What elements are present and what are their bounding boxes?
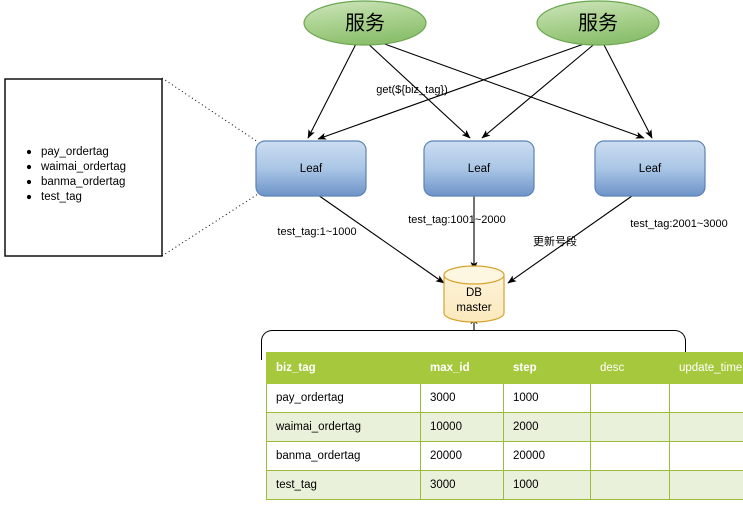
cell-biz-tag: pay_ordertag bbox=[266, 383, 421, 413]
edge-service2-leaf1 bbox=[317, 39, 596, 140]
service-ellipse-2[interactable] bbox=[536, 0, 660, 46]
bullet-icon bbox=[26, 149, 32, 155]
cell-update-time bbox=[669, 470, 743, 500]
callout-box-frame bbox=[4, 78, 163, 257]
cell-biz-tag: waimai_ordertag bbox=[266, 412, 421, 442]
service-node-1[interactable]: 服务 bbox=[303, 0, 427, 46]
bullet-icon bbox=[26, 194, 32, 200]
column-header-biz-tag[interactable]: biz_tag bbox=[266, 352, 421, 384]
column-header-update-time[interactable]: update_time bbox=[669, 352, 743, 384]
cell-desc bbox=[590, 441, 670, 471]
cell-desc bbox=[590, 383, 670, 413]
cell-update-time bbox=[669, 441, 743, 471]
db-master-node[interactable]: DB master bbox=[443, 265, 505, 323]
leaf-box-1[interactable] bbox=[255, 140, 367, 197]
edge-label-segment-3: test_tag:2001~3000 bbox=[630, 218, 728, 230]
leaf-label-3: Leaf bbox=[639, 163, 662, 175]
list-item: waimai_ordertag bbox=[40, 161, 126, 173]
edge-service2-leaf2 bbox=[481, 40, 599, 139]
service-label-1: 服务 bbox=[345, 11, 385, 35]
cell-max-id: 10000 bbox=[420, 412, 504, 442]
table-header-row: biz_tag max_id step desc update_time bbox=[266, 352, 743, 384]
service-node-2[interactable]: 服务 bbox=[536, 0, 660, 46]
edge-label-get-request: get(${biz_tag}) bbox=[376, 84, 448, 96]
callout-line-bottom bbox=[161, 193, 259, 257]
cell-step: 2000 bbox=[503, 412, 591, 442]
leaf-node-1[interactable]: Leaf bbox=[255, 140, 367, 197]
callout-line-top bbox=[161, 77, 259, 143]
leaf-node-2[interactable]: Leaf bbox=[423, 140, 535, 197]
table-row[interactable]: waimai_ordertag 10000 2000 bbox=[266, 412, 743, 442]
service-ellipse-1[interactable] bbox=[303, 0, 427, 46]
cell-step: 1000 bbox=[503, 470, 591, 500]
service-label-2: 服务 bbox=[578, 11, 618, 35]
table-row[interactable]: banma_ordertag 20000 20000 bbox=[266, 441, 743, 471]
cell-max-id: 3000 bbox=[420, 470, 504, 500]
biz-tag-table-wrapper: biz_tag max_id step desc update_time pay… bbox=[266, 352, 743, 500]
db-cylinder-top bbox=[443, 265, 505, 285]
biz-tag-table: biz_tag max_id step desc update_time pay… bbox=[266, 352, 743, 500]
bullet-icon bbox=[26, 179, 32, 185]
table-body: pay_ordertag 3000 1000 waimai_ordertag 1… bbox=[266, 383, 743, 500]
table-row[interactable]: test_tag 3000 1000 bbox=[266, 470, 743, 500]
column-header-desc[interactable]: desc bbox=[590, 352, 670, 384]
table-outer-frame bbox=[261, 330, 686, 360]
leaf-box-2[interactable] bbox=[423, 140, 535, 197]
db-label-line2: master bbox=[456, 302, 491, 314]
column-header-step[interactable]: step bbox=[503, 352, 591, 384]
leaf-label-2: Leaf bbox=[468, 163, 491, 175]
leaf-box-3[interactable] bbox=[594, 140, 706, 197]
edge-service2-leaf3 bbox=[601, 40, 653, 139]
db-cylinder-body[interactable] bbox=[443, 274, 505, 323]
list-item: pay_ordertag bbox=[41, 146, 109, 158]
cell-desc bbox=[590, 470, 670, 500]
edge-leaf1-db bbox=[317, 194, 445, 284]
list-item: banma_ordertag bbox=[41, 176, 125, 188]
edge-service1-leaf1 bbox=[307, 39, 359, 139]
callout-box: pay_ordertag waimai_ordertag banma_order… bbox=[4, 78, 163, 257]
leaf-node-3[interactable]: Leaf bbox=[594, 140, 706, 197]
edge-leaf3-db bbox=[507, 195, 633, 284]
cell-max-id: 20000 bbox=[420, 441, 504, 471]
table-row[interactable]: pay_ordertag 3000 1000 bbox=[266, 383, 743, 413]
db-label-line1: DB bbox=[466, 287, 482, 299]
cell-max-id: 3000 bbox=[420, 383, 504, 413]
cell-update-time bbox=[669, 412, 743, 442]
cell-desc bbox=[590, 412, 670, 442]
cell-biz-tag: test_tag bbox=[266, 470, 421, 500]
callout-connector bbox=[161, 77, 259, 257]
edge-label-segment-1: test_tag:1~1000 bbox=[277, 226, 356, 238]
bullet-icon bbox=[26, 164, 32, 170]
edge-service1-leaf2 bbox=[363, 39, 471, 139]
column-header-max-id[interactable]: max_id bbox=[420, 352, 504, 384]
list-item: test_tag bbox=[41, 191, 82, 203]
cell-update-time bbox=[669, 383, 743, 413]
leaf-label-1: Leaf bbox=[300, 163, 323, 175]
edge-label-segment-2: test_tag:1001~2000 bbox=[408, 214, 506, 226]
cell-step: 20000 bbox=[503, 441, 591, 471]
edge-service1-leaf3 bbox=[367, 37, 645, 139]
edges-leaf-to-db bbox=[317, 194, 633, 284]
table-header: biz_tag max_id step desc update_time bbox=[266, 352, 743, 384]
edge-label-update-segment: 更新号段 bbox=[533, 234, 577, 248]
cell-biz-tag: banma_ordertag bbox=[266, 441, 421, 471]
edges-service-to-leaf bbox=[307, 37, 653, 140]
cell-step: 1000 bbox=[503, 383, 591, 413]
